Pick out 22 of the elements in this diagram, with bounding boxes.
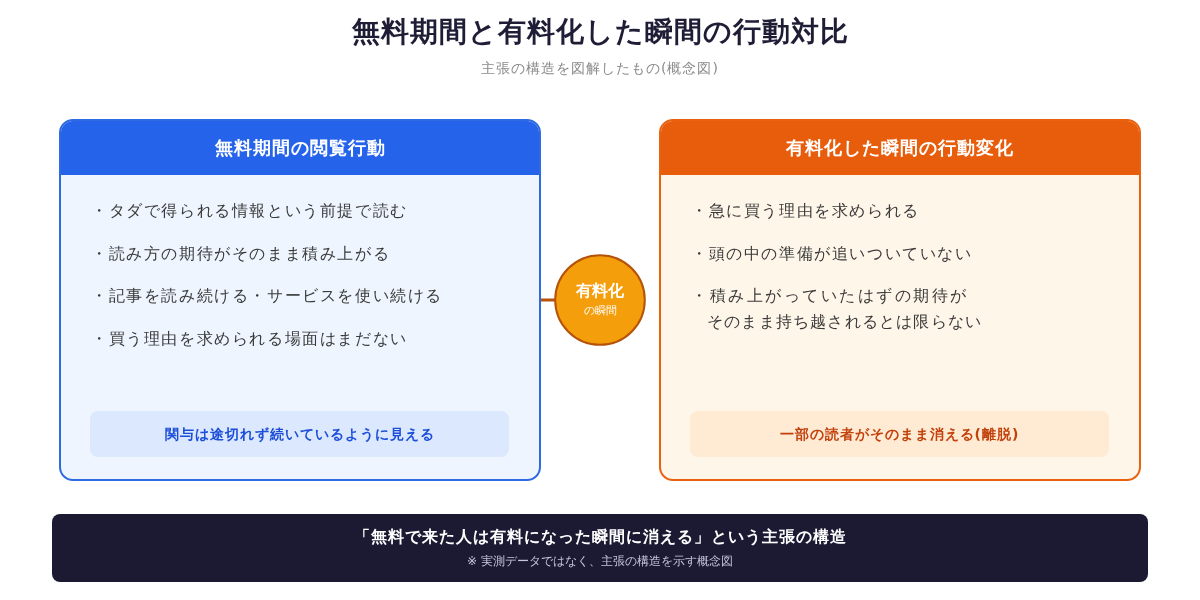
summary-text: 一部の読者がそのまま消える(離脱) (779, 425, 1020, 444)
banner-note: ※ 実測データではなく、主張の構造を示す概念図 (467, 553, 733, 570)
summary-text: 関与は途切れず続いているように見える (164, 425, 435, 444)
bullet-item: ・積み上がっていたはずの期待がそのまま持ち越されるとは限らない (691, 285, 984, 333)
bullet-item: ・記事を読み続ける・サービスを使い続ける (91, 285, 443, 307)
bullet-item: ・頭の中の準備が追いついていない (691, 242, 973, 265)
banner-title: 「無料で来た人は有料になった瞬間に消える」という主張の構造 (353, 526, 847, 548)
comparison-card (659, 119, 1141, 481)
diagram-subtitle: 主張の構造を図解したもの(概念図) (481, 59, 719, 78)
connector-line (541, 298, 555, 302)
card-title: 無料期間の閲覧行動 (214, 136, 386, 160)
bullet-item: ・タダで得られる情報という前提で読む (91, 200, 408, 222)
bullet-item: ・買う理由を求められる場面はまだない (91, 327, 408, 350)
diagram-title: 無料期間と有料化した瞬間の行動対比 (351, 14, 849, 50)
bullet-item: ・読み方の期待がそのまま積み上がる (91, 242, 391, 265)
circle-subtitle: の瞬間 (583, 303, 617, 319)
conclusion-banner (52, 514, 1148, 582)
card-title: 有料化した瞬間の行動変化 (786, 136, 1014, 160)
bullet-item: ・急に買う理由を求められる (691, 200, 920, 222)
transition-circle (554, 254, 646, 346)
comparison-card (59, 119, 541, 481)
circle-title: 有料化 (576, 281, 624, 301)
